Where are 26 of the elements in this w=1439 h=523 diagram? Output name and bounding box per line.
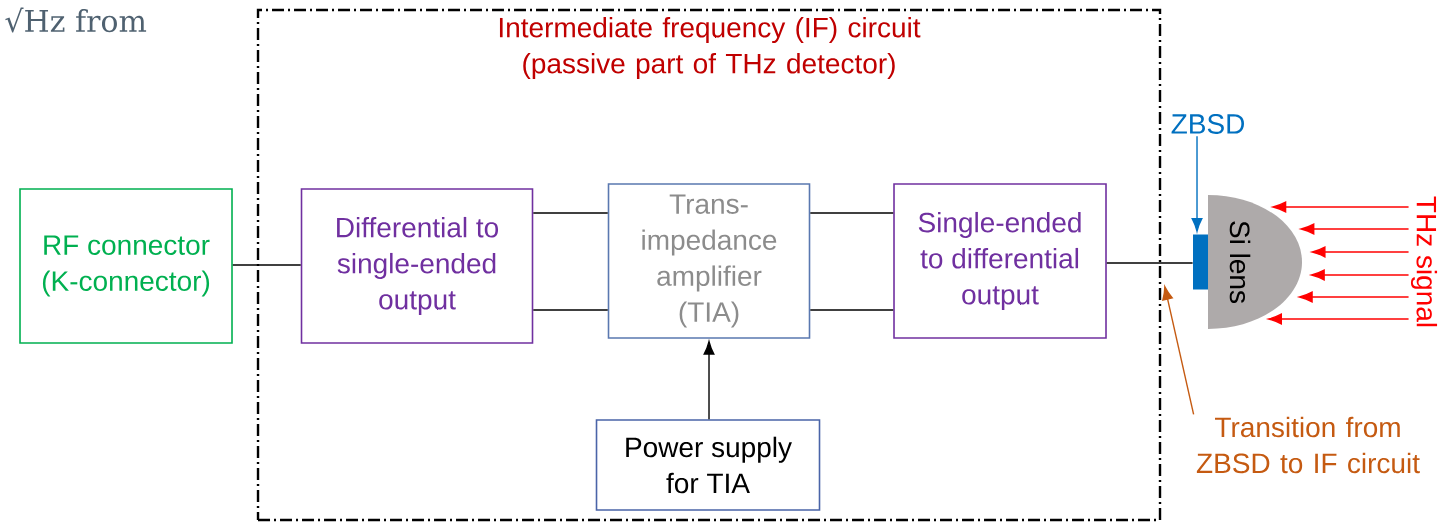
arrow — [1311, 269, 1410, 281]
cropped-text: √Hz from — [5, 7, 147, 33]
connector-line — [232, 264, 302, 266]
connector-line — [532, 212, 609, 214]
detector-bar — [1193, 234, 1209, 290]
arrow — [1162, 286, 1195, 415]
process-box: Single-ended to differential output — [893, 183, 1107, 339]
arrow — [703, 340, 715, 420]
arrow — [1298, 291, 1410, 303]
connector-line — [809, 309, 894, 311]
signal-text: THz signal — [1410, 196, 1438, 327]
connector-line — [532, 309, 609, 311]
connector-line — [809, 212, 894, 214]
callout-text: ZBSD — [1171, 114, 1244, 134]
arrow — [1300, 223, 1410, 235]
connector-box: RF connector (K-connector) — [19, 188, 233, 344]
arrow — [1191, 135, 1203, 232]
arrow — [1311, 246, 1410, 258]
process-box: Trans-impedance amplifier (TIA) — [607, 183, 811, 339]
arrow — [1272, 201, 1410, 213]
process-box: Differential to single-ended output — [300, 188, 534, 344]
process-box: Power supply for TIA — [595, 419, 821, 511]
connector-line — [1106, 262, 1194, 264]
callout-text: Transition from ZBSD to IF circuit — [1196, 416, 1420, 474]
lens-drawing: Si lens — [1208, 195, 1302, 329]
arrow — [1268, 313, 1410, 325]
